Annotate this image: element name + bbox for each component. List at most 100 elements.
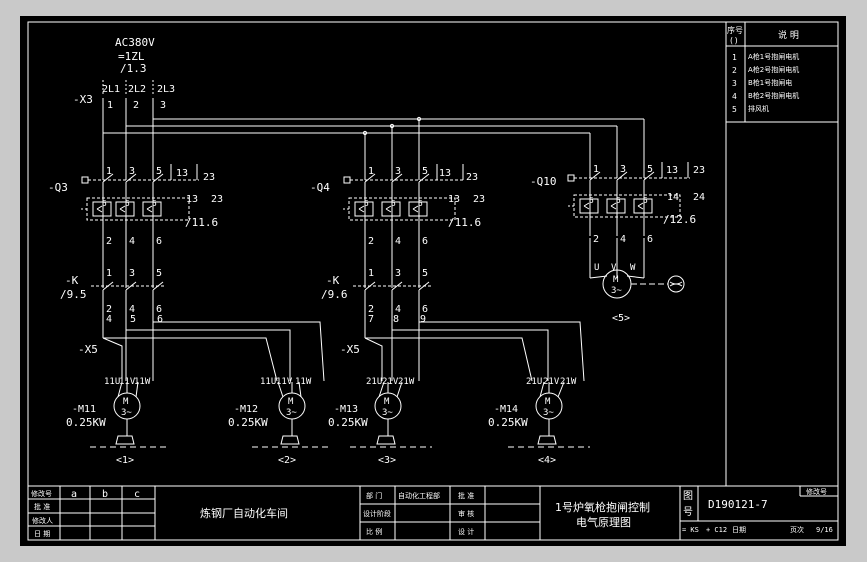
breaker-q4: -Q4 /11.6 13 23 13 23 <box>310 168 485 229</box>
breaker-ref: /11.6 <box>185 216 218 229</box>
breaker-handle <box>567 174 575 182</box>
supply-section: AC380V =1ZL /1.3 -X3 2L1 2L2 2L3 1 2 3 <box>73 36 645 176</box>
motor-phase: 3~ <box>121 408 132 418</box>
motor-labels: -M11 0.25KW -M12 0.25KW -M13 0.25KW -M14… <box>66 313 630 466</box>
rev-col-c: c <box>134 489 140 500</box>
legend-item-text: B枪1号抱闸电 <box>748 78 792 87</box>
trip-arrow <box>385 205 392 213</box>
legend-item-text: A枪1号抱闸电机 <box>748 52 799 61</box>
breaker-handle <box>343 176 351 184</box>
breaker-ref: /12.6 <box>663 213 696 226</box>
supply-voltage: AC380V <box>115 36 155 49</box>
trip-arrow <box>146 205 153 213</box>
trip-label: 5 <box>152 199 157 208</box>
motor-lead <box>277 381 284 398</box>
supply-ref: /1.3 <box>120 62 147 75</box>
motor-brake-shoe <box>537 435 557 445</box>
drawing-no-label-2: 号 <box>683 506 693 518</box>
pole-bottom-label: 4 <box>395 236 401 247</box>
pole-contact <box>391 173 403 183</box>
motor-lead <box>117 381 123 398</box>
contactor-ref: /9.6 <box>321 288 348 301</box>
trip-label: 5 <box>125 199 130 208</box>
motor-terminal: V <box>611 263 617 273</box>
pole-top-label: 1 <box>106 166 112 177</box>
row-date: 日 期 <box>34 530 50 538</box>
rev-col-a: a <box>71 489 77 500</box>
trip-arrow <box>412 205 419 213</box>
foot-c12: + C12 <box>706 526 727 534</box>
drawing-frame <box>27 21 839 541</box>
contactor-top-label: 5 <box>422 268 428 279</box>
motor-phase: 3~ <box>286 408 297 418</box>
row-modifier: 修改人 <box>32 516 53 525</box>
trip-label: 5 <box>364 199 369 208</box>
motor-letter: M <box>123 397 129 407</box>
aux-13-bottom: 13 <box>186 194 198 205</box>
dept-value: 自动化工程部 <box>398 491 440 500</box>
trip-element <box>354 201 374 217</box>
motor-terminal: 11W <box>295 377 312 387</box>
trip-element <box>115 201 135 217</box>
trip-arrow <box>637 202 644 210</box>
contactor-bottom-label: 2 <box>368 304 374 315</box>
contactor-bottom-label: 2 <box>106 304 112 315</box>
breaker-tag: -Q4 <box>310 181 330 194</box>
motor-phase: 3~ <box>543 408 554 418</box>
motor-lead <box>557 381 565 398</box>
motor-brake-shoe <box>115 435 135 445</box>
foot-ks: = KS <box>682 526 699 534</box>
motor-letter: M <box>384 397 390 407</box>
motor-lead <box>539 381 545 398</box>
legend-item-text: B枪2号抱闸电机 <box>748 91 799 100</box>
breaker-tag: -Q3 <box>48 181 68 194</box>
motor-terminal: 21V <box>382 377 399 387</box>
aux-14: 14 <box>667 192 679 203</box>
trip-arrow <box>583 202 590 210</box>
motor-brake-shoe <box>280 435 300 445</box>
terminal-x3-label: -X3 <box>73 93 93 106</box>
label-approve: 批 准 <box>458 491 474 500</box>
aux-23: 23 <box>693 165 705 176</box>
motor-terminal: W <box>630 263 636 273</box>
fan-icon <box>667 275 685 293</box>
legend-item-no: 4 <box>732 92 737 101</box>
motor-1-number: <1> <box>116 455 134 466</box>
rev-col-b: b <box>102 489 108 500</box>
pole-bottom-label: 4 <box>129 236 135 247</box>
legend-item-no: 2 <box>732 66 737 75</box>
k-out-5: 5 <box>130 314 136 325</box>
pole-contact <box>102 173 114 183</box>
fan-blade <box>669 281 683 287</box>
row-approve: 批 准 <box>34 502 50 511</box>
motor-phase: 3~ <box>611 286 622 296</box>
drawing-sheet: AC380V =1ZL /1.3 -X3 2L1 2L2 2L3 1 2 3 -… <box>20 16 846 546</box>
breaker-q10: -Q10 /12.6 13 23 14 24 <box>530 165 705 226</box>
motor-2-number: <2> <box>278 455 296 466</box>
terminal-x5-label: -X5 <box>78 343 98 356</box>
trip-element <box>633 198 653 214</box>
x3-pin-3: 3 <box>160 100 166 111</box>
motor-terminal: 21V <box>543 377 560 387</box>
pole-top-label: 1 <box>593 164 599 175</box>
label-design: 设 计 <box>458 527 474 536</box>
aux-13: 13 <box>666 165 678 176</box>
motor-terminal: 11V <box>276 377 293 387</box>
motor-m11-tag: -M11 <box>72 404 96 415</box>
trip-element <box>381 201 401 217</box>
aux-24: 24 <box>693 192 705 203</box>
pole-contact <box>589 171 601 181</box>
motor-terminal: 11U <box>260 377 276 387</box>
pole-top-label: 5 <box>156 166 162 177</box>
trip-element <box>408 201 428 217</box>
drawing-title-2: 电气原理图 <box>576 515 631 529</box>
motor-m11-power: 0.25KW <box>66 416 106 429</box>
label-stage: 设计阶段 <box>363 509 391 518</box>
trip-label: 5 <box>102 199 107 208</box>
